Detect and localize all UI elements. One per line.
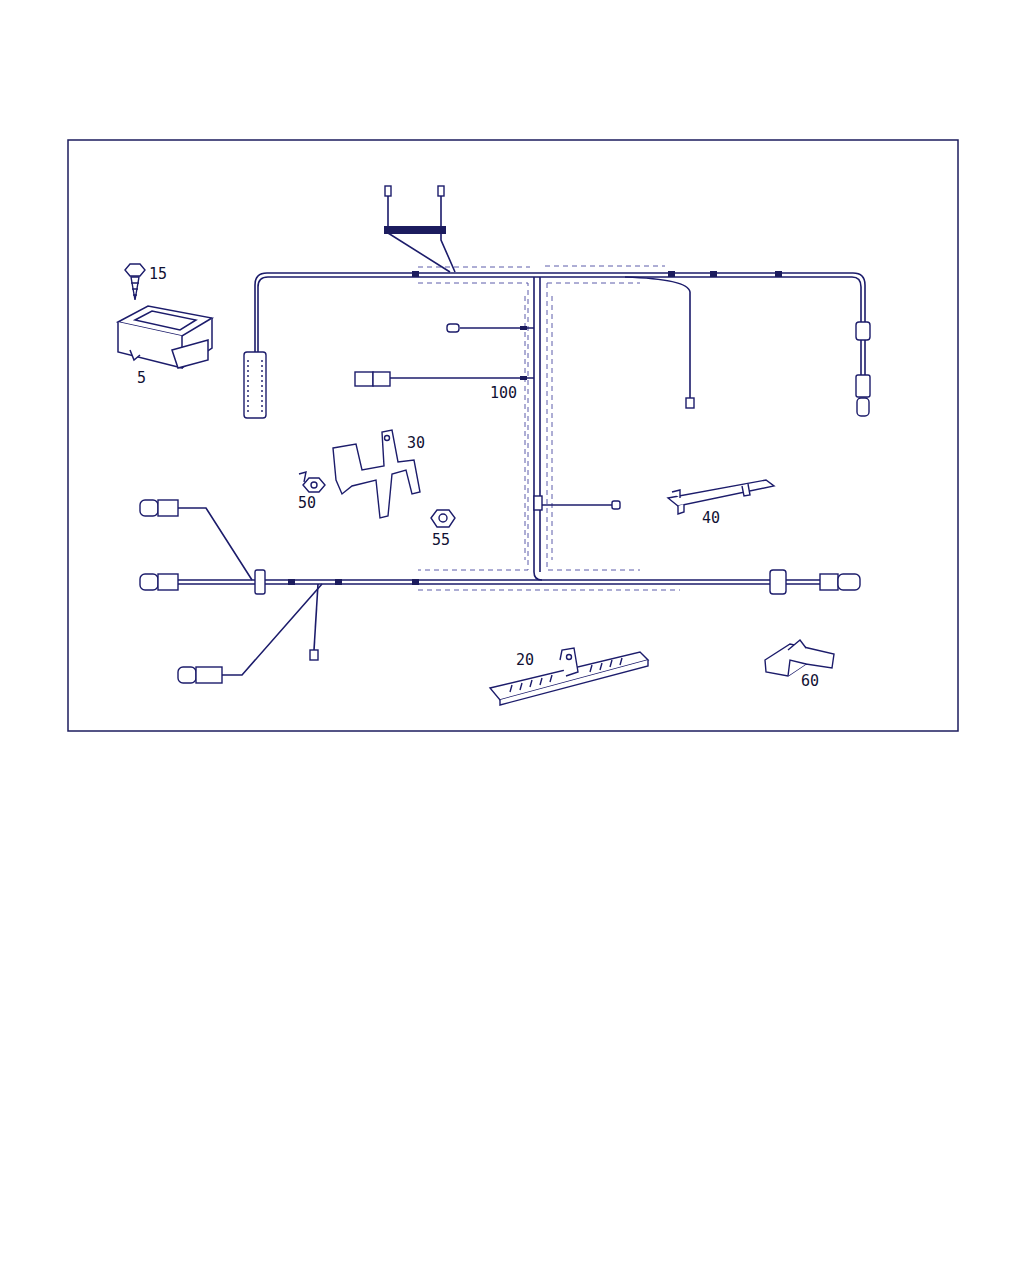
harness-bands-part	[412, 579, 419, 585]
connectors-part	[438, 186, 444, 196]
cable-clip	[490, 648, 648, 705]
wiring-harness	[140, 194, 865, 675]
callout-number: 40	[701, 510, 721, 526]
harness-bands-part	[710, 271, 717, 277]
cable-clip-part	[560, 648, 578, 676]
control-module-part	[172, 340, 208, 368]
wiring-harness-part	[540, 504, 612, 506]
connectors-part	[612, 501, 620, 509]
nut-part	[431, 510, 455, 527]
wiring-harness-part	[255, 273, 865, 352]
dashed-outline-part	[418, 590, 680, 591]
wiring-harness-part	[539, 277, 541, 572]
harness-bands-part	[335, 579, 342, 585]
retaining-strip-part	[672, 490, 680, 498]
screw-part	[131, 277, 139, 300]
connectors-part	[686, 398, 694, 408]
wiring-harness-part	[314, 584, 318, 650]
retaining-strip-part	[678, 504, 684, 514]
connectors-part	[140, 574, 158, 590]
retaining-strip	[668, 480, 774, 514]
dashed-outline-part	[545, 266, 665, 267]
control-module	[118, 306, 212, 368]
bolt-part	[311, 482, 317, 488]
nut	[431, 510, 455, 527]
dashed-outline-part	[547, 283, 640, 570]
callout-number: 20	[515, 652, 535, 668]
wiring-harness-part	[222, 584, 322, 675]
retaining-strip-part	[668, 480, 774, 506]
callout-number: 50	[297, 495, 317, 511]
wiring-harness-part	[258, 277, 861, 352]
connectors-part	[310, 650, 318, 660]
wiring-harness-part	[786, 580, 820, 584]
screw	[125, 264, 145, 300]
retaining-strip-part	[742, 484, 750, 496]
nut-part	[439, 514, 447, 522]
connectors-part	[373, 372, 390, 386]
callout-number: 55	[431, 532, 451, 548]
harness-bands-part	[520, 376, 527, 380]
dashed-outline-part	[525, 296, 552, 560]
frame	[68, 140, 958, 731]
screw-part	[125, 264, 145, 276]
connectors-part	[244, 352, 266, 418]
wiring-harness-part	[178, 508, 252, 580]
connectors-part	[856, 375, 870, 397]
callout-number: 30	[406, 435, 426, 451]
cable-clip-part	[567, 655, 572, 660]
clip-holder-part	[765, 644, 834, 676]
harness-bands-part	[412, 271, 419, 277]
connectors-part	[856, 322, 870, 340]
clip-holder-part	[788, 640, 806, 650]
connectors-part	[196, 667, 222, 683]
wiring-harness-part	[140, 580, 770, 584]
harness-bands-part	[520, 326, 527, 330]
connectors-part	[857, 398, 869, 416]
connectors-part	[178, 667, 196, 683]
bolt-part	[303, 478, 325, 492]
connectors-part	[820, 574, 838, 590]
connectors-part	[355, 372, 373, 386]
wiring-harness-part	[625, 277, 690, 398]
harness-bands-part	[668, 271, 675, 277]
connectors-part	[838, 574, 860, 590]
connectors-part	[248, 360, 262, 412]
connectors-part	[255, 570, 265, 594]
connectors-part	[447, 324, 459, 332]
wiring-harness-part	[390, 377, 534, 379]
connectors-part	[534, 496, 542, 510]
callout-number: 100	[489, 385, 518, 401]
connectors-part	[385, 186, 391, 196]
harness-bands-part	[775, 271, 782, 277]
wiring-harness-part	[534, 277, 542, 580]
callout-number: 15	[148, 266, 168, 282]
bolt	[299, 472, 325, 492]
connectors	[140, 186, 870, 683]
control-module-part	[130, 350, 140, 360]
connectors-part	[770, 570, 786, 594]
control-module-part	[135, 311, 196, 330]
screw-part	[131, 283, 139, 295]
wiring-harness-part	[861, 340, 865, 375]
dashed-outline-part	[418, 283, 528, 570]
clip-holder	[765, 640, 834, 676]
bracket-part	[385, 436, 390, 441]
callout-number: 60	[800, 673, 820, 689]
frame-part	[68, 140, 958, 731]
cable-clip-part	[490, 652, 648, 700]
dashed-outline-part	[418, 267, 530, 268]
harness-bands-part	[288, 579, 295, 585]
harness-bands-part	[384, 226, 446, 234]
callout-number: 5	[136, 370, 147, 386]
harness-bands	[288, 226, 782, 585]
connectors-part	[158, 574, 178, 590]
connectors-part	[158, 500, 178, 516]
dashed-outline	[418, 266, 680, 590]
bolt-part	[299, 472, 306, 482]
connectors-part	[140, 500, 158, 516]
